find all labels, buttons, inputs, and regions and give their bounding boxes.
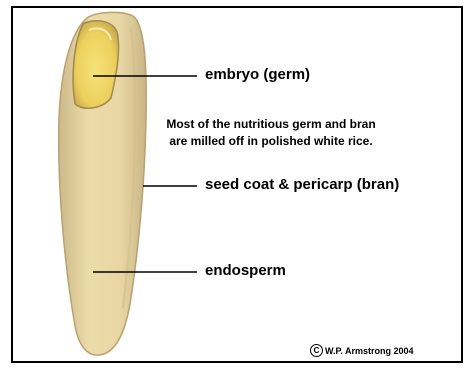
embryo-region (73, 21, 119, 109)
milling-note-line-1: Most of the nutritious germ and bran (166, 116, 375, 133)
embryo-label: embryo (germ) (205, 66, 310, 83)
copyright-credit: C W.P. Armstrong 2004 (310, 344, 414, 357)
milling-note: Most of the nutritious germ and bran are… (166, 116, 375, 150)
bran-label: seed coat & pericarp (bran) (205, 176, 399, 193)
diagram-frame: embryo (germ) Most of the nutritious ger… (11, 6, 463, 363)
copyright-text: W.P. Armstrong 2004 (325, 346, 414, 356)
endosperm-label: endosperm (205, 262, 286, 279)
milling-note-line-2: are milled off in polished white rice. (166, 133, 375, 150)
copyright-icon: C (310, 344, 323, 357)
